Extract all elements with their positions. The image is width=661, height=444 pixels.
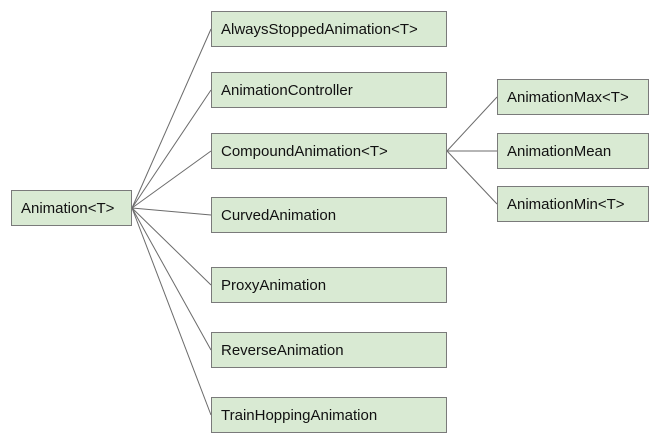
edge-root-to-proxy: [131, 207, 212, 286]
node-compound-animation[interactable]: CompoundAnimation<T>: [211, 133, 447, 169]
edge-compound-to-max: [446, 96, 498, 152]
edge-root-to-reverse: [131, 207, 212, 351]
node-curved-animation[interactable]: CurvedAnimation: [211, 197, 447, 233]
edge-root-to-train_hopping: [131, 207, 212, 416]
node-always-stopped-animation[interactable]: AlwaysStoppedAnimation<T>: [211, 11, 447, 47]
node-proxy-animation[interactable]: ProxyAnimation: [211, 267, 447, 303]
node-animation-mean[interactable]: AnimationMean: [497, 133, 649, 169]
node-train-hopping-animation[interactable]: TrainHoppingAnimation: [211, 397, 447, 433]
edge-root-to-compound: [131, 150, 212, 209]
node-animation-max[interactable]: AnimationMax<T>: [497, 79, 649, 115]
node-animation[interactable]: Animation<T>: [11, 190, 132, 226]
edge-root-to-curved: [131, 207, 212, 216]
node-animation-min[interactable]: AnimationMin<T>: [497, 186, 649, 222]
node-reverse-animation[interactable]: ReverseAnimation: [211, 332, 447, 368]
node-animation-controller[interactable]: AnimationController: [211, 72, 447, 108]
edge-compound-to-min: [446, 150, 498, 205]
edge-root-to-controller: [131, 89, 212, 209]
edge-root-to-always_stopped: [131, 28, 212, 209]
